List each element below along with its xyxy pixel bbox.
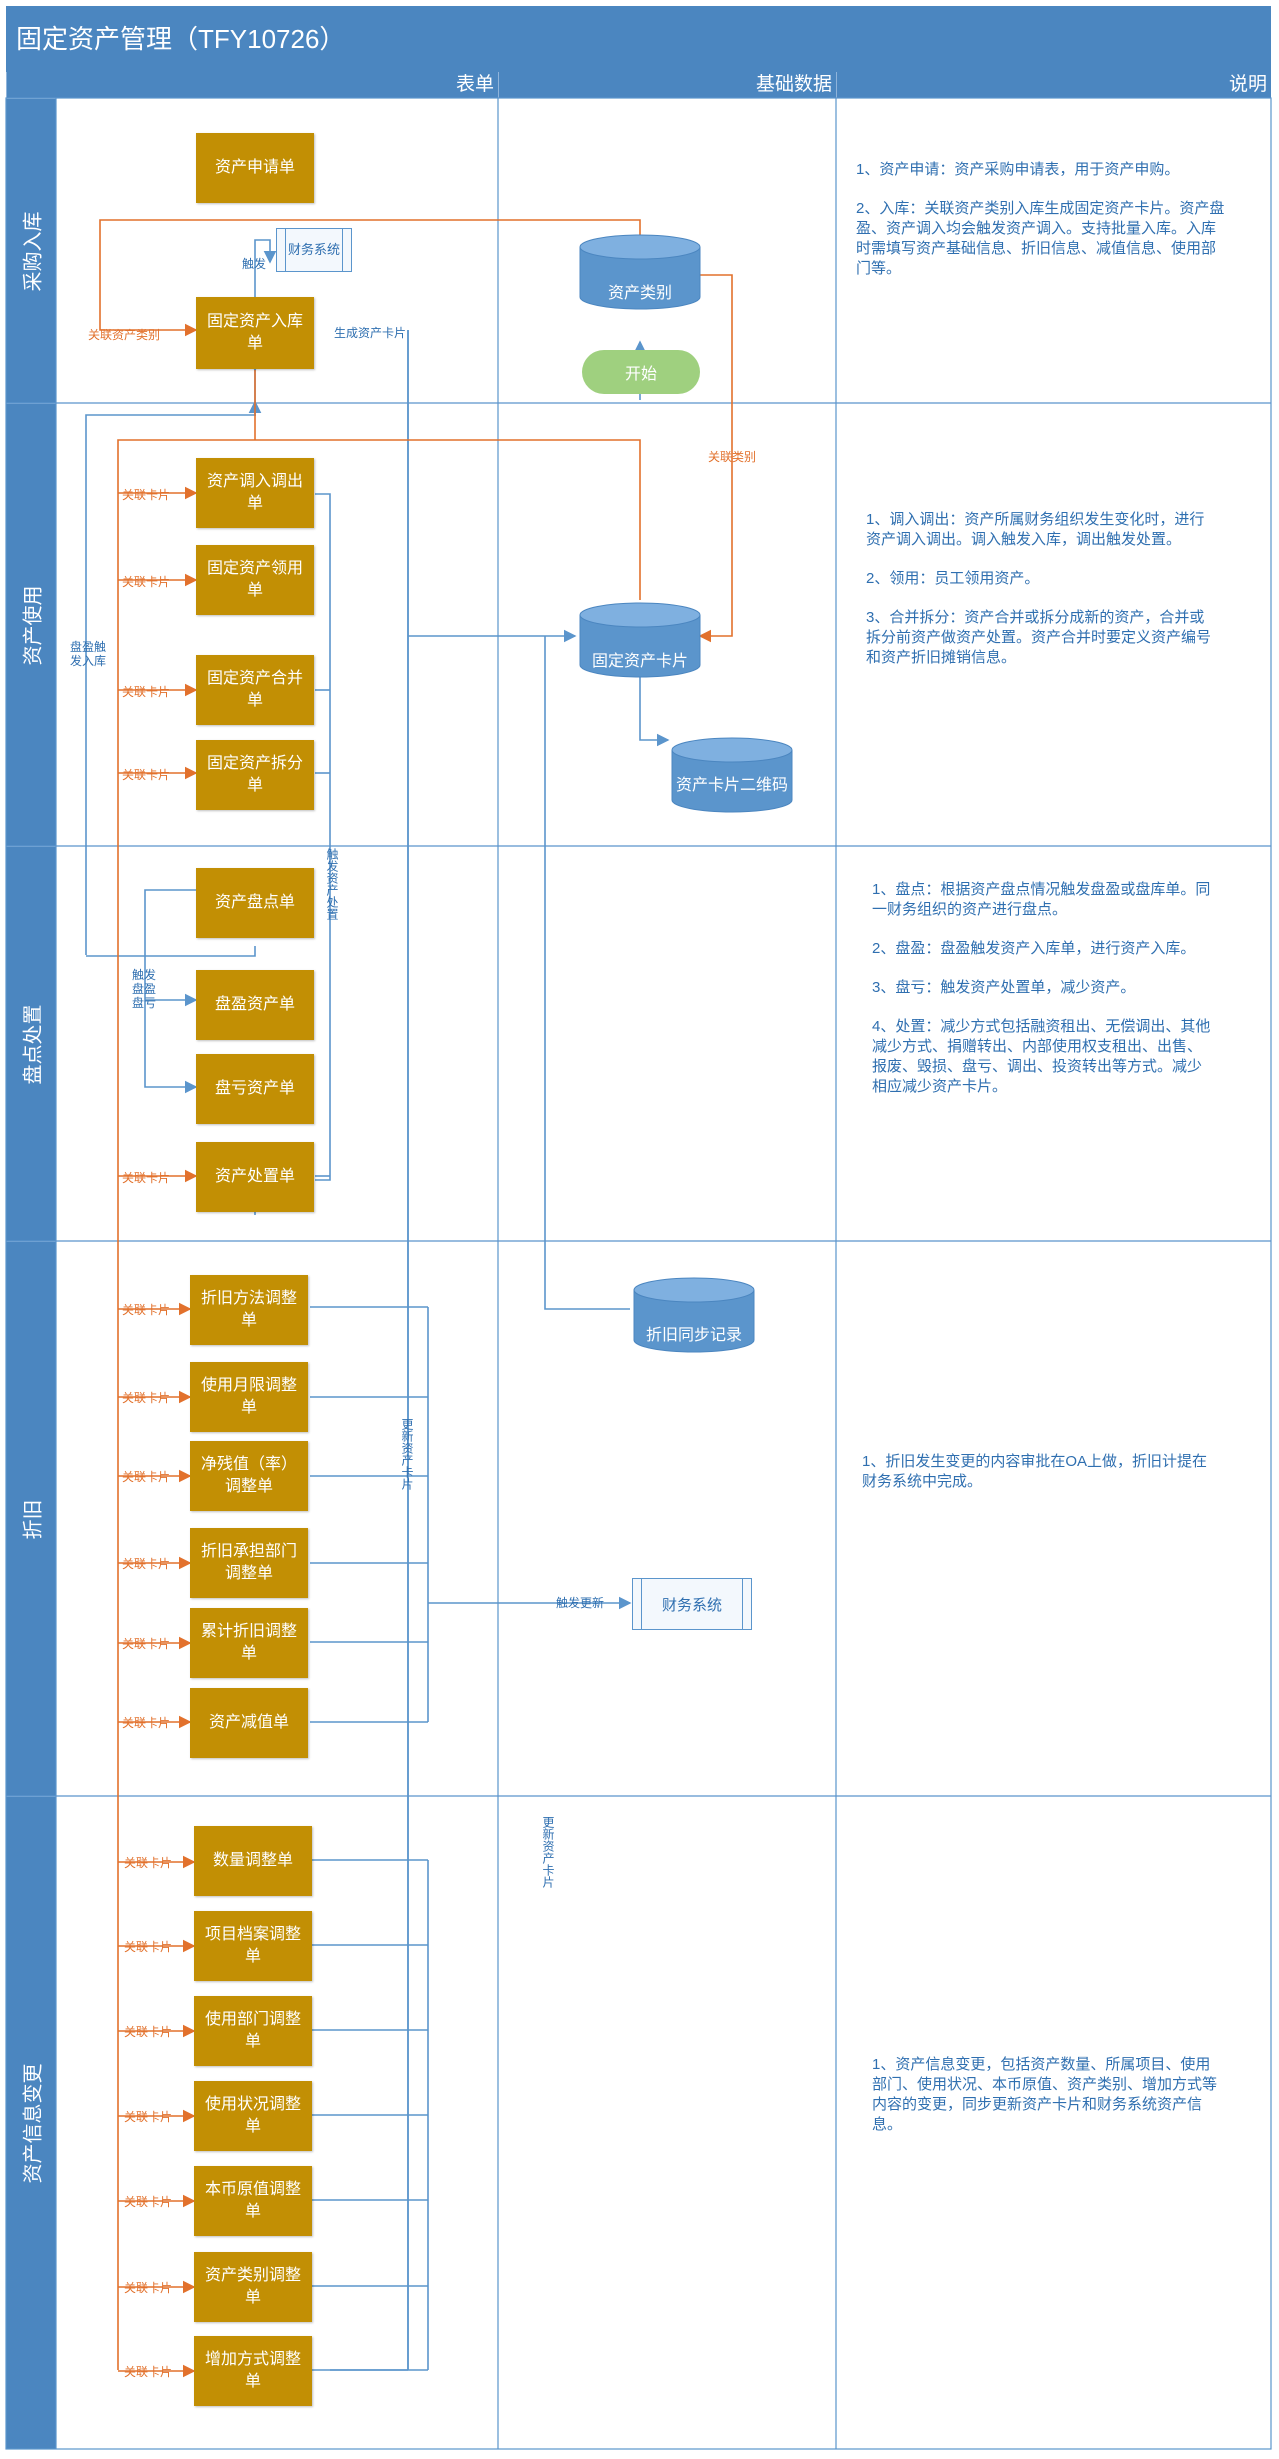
notes-depreciation: 1、折旧发生变更的内容审批在OA上做，折旧计提在财务系统中完成。 (862, 1452, 1222, 1511)
box-dept-bear: 折旧承担部门调整单 (190, 1528, 308, 1598)
finance-system-small: 财务系统 (276, 228, 352, 272)
label-link-card-12: 关联卡片 (124, 1856, 173, 1870)
note-inventory-3: 3、盘亏：触发资产处置单，减少资产。 (872, 979, 1136, 996)
data-store-card (579, 602, 701, 678)
finance-system: 财务系统 (632, 1578, 752, 1630)
label-link-card-18: 关联卡片 (124, 2365, 173, 2379)
box-asset-apply: 资产申请单 (196, 133, 314, 203)
data-store-category (579, 234, 701, 310)
label-link-cat2: 关联类别 (708, 450, 757, 464)
box-merge: 固定资产合并单 (196, 655, 314, 725)
box-loss: 盘亏资产单 (196, 1054, 314, 1124)
note-usage-1: 1、调入调出：资产所属财务组织发生变化时，进行资产调入调出。调入触发入库，调出触… (866, 511, 1205, 548)
grid-lines (5, 97, 1272, 2450)
box-project: 项目档案调整单 (194, 1911, 312, 1981)
label-link-card-17: 关联卡片 (124, 2281, 173, 2295)
box-receive: 固定资产领用单 (196, 545, 314, 615)
label-update-card: 更新资产卡片 (400, 1418, 414, 1490)
label-link-card-5: 关联卡片 (122, 1171, 171, 1185)
label-trigger-count: 触发盘盈盘亏 (131, 968, 156, 1010)
box-add-method: 增加方式调整单 (194, 2336, 312, 2406)
note-info-change-1: 1、资产信息变更，包括资产数量、所属项目、使用部门、使用状况、本币原值、资产类别… (872, 2056, 1218, 2133)
column-header-notes: 说明 (836, 72, 1271, 98)
label-link-card-6: 关联卡片 (122, 1303, 171, 1317)
start-node: 开始 (582, 350, 700, 394)
box-category: 资产类别调整单 (194, 2252, 312, 2322)
box-status: 使用状况调整单 (194, 2081, 312, 2151)
label-trigger: 触发 (242, 257, 267, 271)
label-link-card-4: 关联卡片 (122, 768, 171, 782)
notes-usage: 1、调入调出：资产所属财务组织发生变化时，进行资产调入调出。调入触发入库，调出触… (866, 510, 1216, 687)
label-link-card-3: 关联卡片 (122, 685, 171, 699)
label-link-card-11: 关联卡片 (122, 1716, 171, 1730)
box-life: 使用月限调整单 (190, 1362, 308, 1432)
label-trigger-update: 触发更新 (556, 1596, 605, 1610)
label-surplus-trigger: 盘盈触发入库 (70, 640, 107, 668)
data-store-card-label: 固定资产卡片 (591, 653, 688, 670)
label-link-card-15: 关联卡片 (124, 2110, 173, 2124)
note-purchase-1: 1、资产申请：资产采购申请表，用于资产申购。 (856, 161, 1180, 178)
note-purchase-2: 2、入库：关联资产类别入库生成固定资产卡片。资产盘盈、资产调入均会触发资产调入。… (856, 200, 1225, 277)
data-store-dep-log (633, 1277, 755, 1353)
label-gen-card: 生成资产卡片 (334, 326, 407, 340)
box-dep-method: 折旧方法调整单 (190, 1275, 308, 1345)
data-store-dep-log-label: 折旧同步记录 (645, 1327, 742, 1344)
label-link-card-2: 关联卡片 (122, 575, 171, 589)
lane-purchase: 采购入库 (6, 98, 56, 403)
page-title: 固定资产管理（TFY10726） (6, 6, 1271, 72)
note-inventory-4: 4、处置：减少方式包括融资租出、无偿调出、其他减少方式、捐赠转出、内部使用权支租… (872, 1018, 1211, 1095)
box-residual: 净残值（率）调整单 (190, 1441, 308, 1511)
note-inventory-2: 2、盘盈：盘盈触发资产入库单，进行资产入库。 (872, 940, 1196, 957)
box-count: 资产盘点单 (196, 868, 314, 938)
label-link-card-7: 关联卡片 (122, 1391, 171, 1405)
note-usage-3: 3、合并拆分：资产合并或拆分成新的资产，合并或拆分前资产做资产处置。资产合并时要… (866, 609, 1212, 666)
box-accum: 累计折旧调整单 (190, 1608, 308, 1678)
label-link-category: 关联资产类别 (88, 328, 161, 342)
note-inventory-1: 1、盘点：根据资产盘点情况触发盘盈或盘库单。同一财务组织的资产进行盘点。 (872, 881, 1211, 918)
box-impair: 资产减值单 (190, 1688, 308, 1758)
label-link-card-1: 关联卡片 (122, 488, 171, 502)
note-depreciation-1: 1、折旧发生变更的内容审批在OA上做，折旧计提在财务系统中完成。 (862, 1453, 1208, 1490)
box-transfer: 资产调入调出单 (196, 458, 314, 528)
lane-usage: 资产使用 (6, 403, 56, 846)
box-qty: 数量调整单 (194, 1826, 312, 1896)
label-link-card-14: 关联卡片 (124, 2025, 173, 2039)
box-dispose: 资产处置单 (196, 1142, 314, 1212)
box-orig-value: 本币原值调整单 (194, 2166, 312, 2236)
lane-inventory: 盘点处置 (6, 846, 56, 1241)
label-link-card-8: 关联卡片 (122, 1470, 171, 1484)
notes-inventory: 1、盘点：根据资产盘点情况触发盘盈或盘库单。同一财务组织的资产进行盘点。 2、盘… (872, 880, 1212, 1116)
data-store-qrcode-label: 资产卡片二维码 (675, 777, 788, 794)
label-update-card-2: 更新资产卡片 (541, 1816, 555, 1888)
label-trigger-dispose: 触发资产处置 (325, 848, 339, 920)
label-link-card-10: 关联卡片 (122, 1637, 171, 1651)
box-asset-inbound: 固定资产入库单 (196, 297, 314, 369)
note-usage-2: 2、领用：员工领用资产。 (866, 570, 1040, 587)
label-link-card-16: 关联卡片 (124, 2195, 173, 2209)
data-store-category-label: 资产类别 (607, 285, 672, 302)
label-link-card-13: 关联卡片 (124, 1940, 173, 1954)
notes-purchase: 1、资产申请：资产采购申请表，用于资产申购。 2、入库：关联资产类别入库生成固定… (856, 160, 1226, 298)
column-header-forms: 表单 (6, 72, 498, 98)
notes-info-change: 1、资产信息变更，包括资产数量、所属项目、使用部门、使用状况、本币原值、资产类别… (872, 2055, 1222, 2154)
data-store-qrcode (671, 737, 793, 813)
lane-depreciation: 折旧 (6, 1241, 56, 1796)
box-use-dept: 使用部门调整单 (194, 1996, 312, 2066)
label-link-card-9: 关联卡片 (122, 1557, 171, 1571)
box-surplus: 盘盈资产单 (196, 970, 314, 1040)
lane-info-change: 资产信息变更 (6, 1796, 56, 2449)
box-split: 固定资产拆分单 (196, 740, 314, 810)
column-header-base-data: 基础数据 (498, 72, 836, 98)
